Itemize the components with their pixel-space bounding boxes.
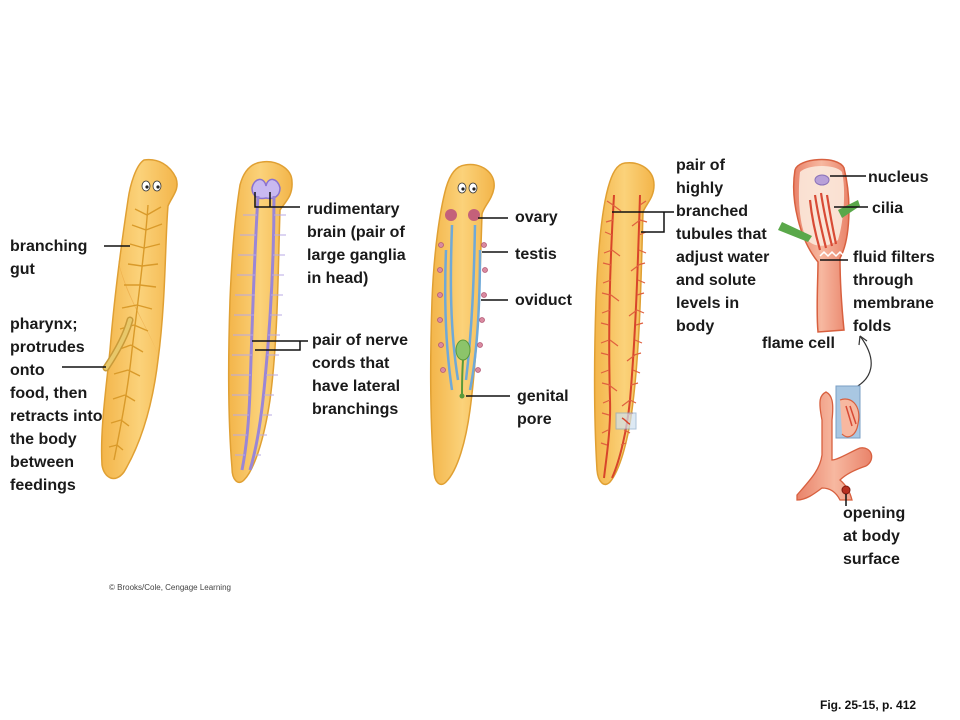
membrane-folds: [819, 250, 845, 258]
ovary: [468, 209, 480, 221]
excretory-tubules: [603, 194, 641, 479]
label-opening: opening at body surface: [843, 505, 906, 568]
flame-cell-illustration: [778, 158, 860, 333]
label-cilia: cilia: [872, 200, 904, 217]
label-genital-pore: genital pore: [517, 388, 569, 428]
worm-body: [100, 158, 178, 480]
leader-nerve: [252, 340, 308, 351]
brain-ganglia: [251, 178, 281, 200]
leader-tubules: [612, 211, 674, 233]
label-tubules: pair of highly branched tubules that adj…: [676, 157, 770, 335]
body-twist: [118, 260, 160, 360]
tubule-trunk: [796, 391, 873, 501]
genital-pore: [459, 393, 465, 399]
tubule-branches: [600, 200, 648, 446]
figure-reference: Fig. 25-15, p. 412: [820, 698, 917, 712]
excretory-opening: [841, 485, 851, 495]
ovary: [445, 209, 457, 221]
testes: [437, 242, 488, 373]
worm-body: [227, 160, 293, 484]
leader-brain: [254, 192, 300, 208]
excretory-worm: [593, 162, 655, 486]
nervous-worm: [227, 160, 293, 484]
label-testis: testis: [515, 246, 557, 263]
label-flame-cell: flame cell: [762, 335, 835, 352]
cilia-green-left: [778, 222, 812, 242]
tubule-inset: [796, 385, 873, 501]
branching-gut: [108, 204, 163, 461]
nerve-cords: [240, 195, 276, 471]
label-pharynx: pharynx; protrudes onto food, then retra…: [10, 316, 103, 494]
label-oviduct: oviduct: [515, 292, 572, 309]
leader-lines: [62, 175, 868, 506]
oviducts: [444, 224, 482, 391]
cilia-green-right: [838, 200, 860, 218]
reproductive-worm: [429, 163, 495, 486]
cilia-tuft: [808, 192, 838, 251]
label-brain: rudimentary brain (pair of large ganglia…: [307, 201, 406, 287]
inset-arrow: [849, 335, 872, 391]
genital-organ: [455, 339, 471, 361]
nucleus: [814, 174, 830, 186]
label-nucleus: nucleus: [868, 169, 929, 186]
label-fluid-filters: fluid filters through membrane folds: [853, 249, 935, 335]
nerve-branches: [231, 214, 286, 456]
copyright-credit: © Brooks/Cole, Cengage Learning: [109, 583, 231, 592]
digestive-worm: [100, 158, 178, 480]
worm-body: [429, 163, 495, 486]
label-branching-gut: branching gut: [10, 238, 88, 278]
label-nerve-cords: pair of nerve cords that have lateral br…: [312, 332, 409, 418]
label-ovary: ovary: [515, 209, 558, 226]
